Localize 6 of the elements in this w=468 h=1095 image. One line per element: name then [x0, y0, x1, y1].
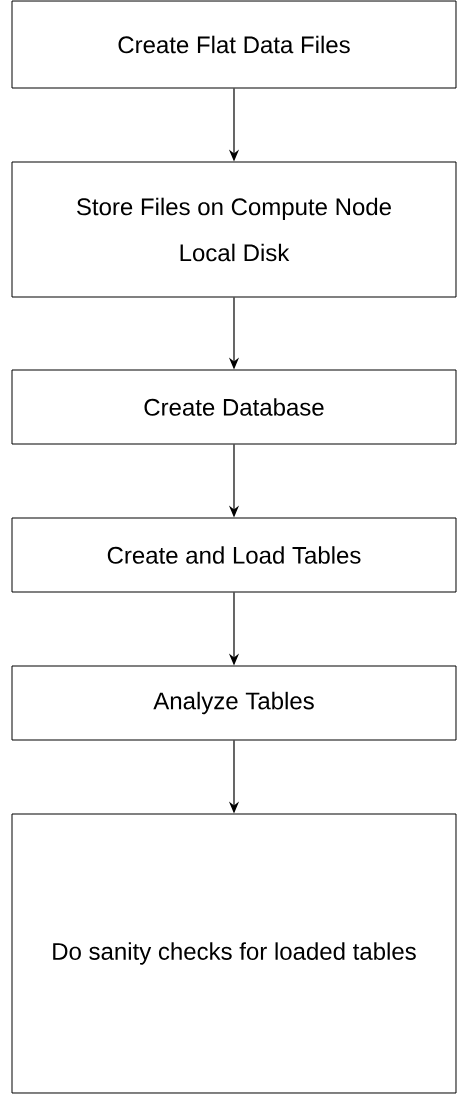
process-box: Create Database: [11, 369, 457, 445]
process-box: Create Flat Data Files: [11, 0, 457, 89]
process-box: Store Files on Compute Node Local Disk: [11, 161, 457, 298]
process-box: Create and Load Tables: [11, 517, 457, 593]
process-box: Analyze Tables: [11, 665, 457, 741]
process-box: Do sanity checks for loaded tables: [11, 813, 457, 1094]
